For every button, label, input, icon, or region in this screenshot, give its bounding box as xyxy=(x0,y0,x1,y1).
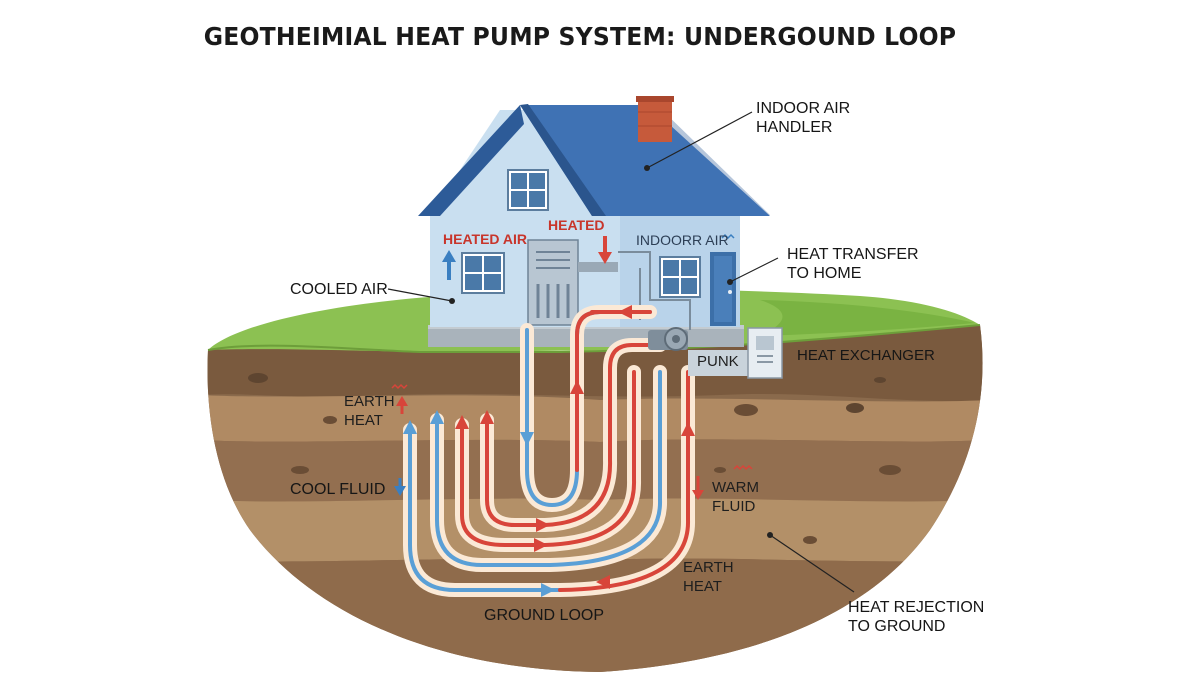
arrow-down-icon xyxy=(598,236,612,264)
pump xyxy=(648,327,748,376)
earth-heat-left-line-1: EARTH xyxy=(344,393,395,410)
indoor-air-label: INDOORR AIR xyxy=(636,232,729,248)
arrow-up-icon xyxy=(396,396,408,414)
heat-exchanger-box xyxy=(747,327,783,379)
window xyxy=(659,256,701,298)
indoor-air-handler-line-1: INDOOR AIR xyxy=(756,100,851,117)
earth-heat-left-line-2: HEAT xyxy=(344,412,383,429)
pump-label: PUNK xyxy=(697,353,739,370)
earth-heat-left-label: EARTH HEAT xyxy=(344,392,395,430)
chimney xyxy=(636,96,674,142)
earth-heat-bottom-label: EARTH HEAT xyxy=(683,558,734,596)
window xyxy=(461,252,505,294)
heat-transfer-line-1: HEAT TRANSFER xyxy=(787,246,919,263)
heat-exchanger-label: HEAT EXCHANGER xyxy=(797,347,935,364)
heat-transfer-line-2: TO HOME xyxy=(787,265,862,282)
window xyxy=(507,169,549,211)
diagram-title: GEOTHEIMIAL HEAT PUMP SYSTEM: UNDERGOUND… xyxy=(203,22,957,51)
leader-lines xyxy=(387,111,855,593)
warm-fluid-line-2: FLUID xyxy=(712,498,756,515)
earth-heat-bottom-line-1: EARTH xyxy=(683,559,734,576)
ground-loop-label: GROUND LOOP xyxy=(484,607,605,624)
heat-rejection-label: HEAT REJECTION TO GROUND xyxy=(848,598,984,636)
door xyxy=(710,252,736,326)
heat-rejection-line-2: TO GROUND xyxy=(848,618,946,635)
ground-loop-pipes xyxy=(403,305,696,597)
heat-transfer-label: HEAT TRANSFER TO HOME xyxy=(787,245,919,283)
arrow-up-icon xyxy=(442,250,456,280)
arrow-down-icon xyxy=(692,476,704,500)
leader-dots xyxy=(449,165,773,538)
warm-fluid-line-1: WARM xyxy=(712,479,759,496)
indoor-air-handler-label: INDOOR AIR HANDLER xyxy=(756,99,850,137)
air-handler-unit xyxy=(527,239,618,326)
heated-label: HEATED xyxy=(548,217,605,233)
heated-air-label: HEATED AIR xyxy=(443,231,527,247)
warm-fluid-label: WARM FLUID xyxy=(712,478,759,516)
cool-fluid-label: COOL FLUID xyxy=(290,481,386,498)
arrow-down-icon xyxy=(394,478,406,496)
heat-rejection-line-1: HEAT REJECTION xyxy=(848,599,985,616)
earth-heat-bottom-line-2: HEAT xyxy=(683,578,722,595)
heat-wave-icon xyxy=(391,233,753,471)
indoor-air-handler-line-2: HANDLER xyxy=(756,119,833,136)
cooled-air-label: COOLED AIR xyxy=(290,281,388,298)
